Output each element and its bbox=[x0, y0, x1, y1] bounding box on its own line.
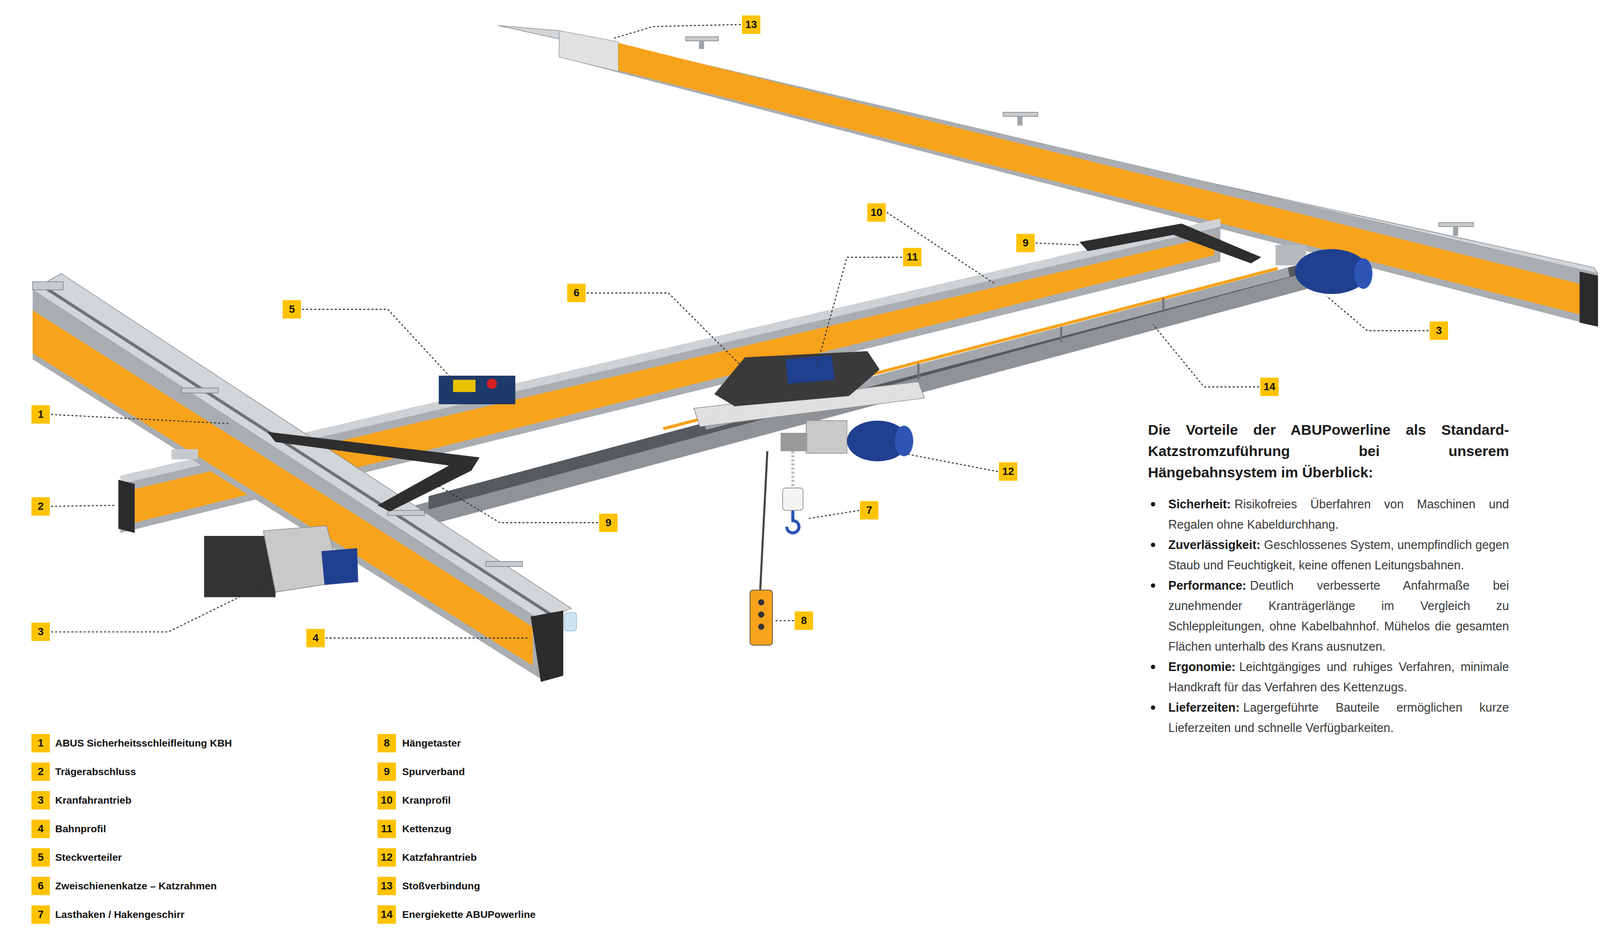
key-name: Kranprofil bbox=[402, 790, 451, 810]
key-name: ABUS Sicherheitsschleifleitung KBH bbox=[55, 733, 232, 753]
panel-heading: Die Vorteile der ABUPowerline als Standa… bbox=[1147, 419, 1510, 484]
key-name: Lasthaken / Hakengeschirr bbox=[55, 905, 185, 924]
callout-number: 14 bbox=[1260, 377, 1279, 396]
key-name: Energiekette ABUPowerline bbox=[402, 905, 536, 924]
callout-number: 13 bbox=[741, 15, 761, 34]
callout-number: 3 bbox=[31, 622, 50, 641]
key-number: 12 bbox=[377, 847, 396, 867]
callout-number: 9 bbox=[1016, 233, 1035, 253]
callout-number: 10 bbox=[867, 203, 886, 222]
trolley bbox=[694, 350, 925, 462]
key-name: Hängetaster bbox=[402, 733, 461, 753]
callout-number: 7 bbox=[860, 500, 879, 520]
key-number: 13 bbox=[377, 876, 396, 895]
bullet-item: Zuverlässigkeit:Geschlossenes System, un… bbox=[1147, 534, 1510, 575]
bullet-text: Ergonomie:Leichtgängiges und ruhiges Ver… bbox=[1168, 656, 1510, 697]
bullet-dot bbox=[1150, 705, 1156, 710]
bullet-term: Zuverlässigkeit: bbox=[1168, 537, 1261, 552]
pendant bbox=[750, 451, 773, 646]
bullet-dot bbox=[1150, 664, 1156, 669]
key-name: Katzfahrantrieb bbox=[402, 847, 477, 867]
callout-number: 2 bbox=[31, 497, 50, 516]
advantages-panel: Die Vorteile der ABUPowerline als Standa… bbox=[1147, 419, 1510, 738]
bullet-term: Performance: bbox=[1168, 578, 1247, 592]
bullet-term: Ergonomie: bbox=[1168, 659, 1236, 674]
callout-number: 11 bbox=[903, 247, 922, 267]
callout-number: 9 bbox=[599, 513, 618, 532]
bullet-term: Sicherheit: bbox=[1168, 497, 1231, 511]
key-name: Trägerabschluss bbox=[55, 762, 136, 781]
callout-number: 1 bbox=[31, 405, 50, 424]
key-number: 11 bbox=[377, 819, 396, 838]
key-name: Bahnprofil bbox=[55, 819, 106, 838]
bullet-text: Zuverlässigkeit:Geschlossenes System, un… bbox=[1168, 534, 1510, 575]
key-number: 3 bbox=[31, 790, 50, 810]
key-number: 6 bbox=[31, 876, 50, 895]
energy-chain-girder bbox=[377, 263, 1312, 539]
key-number: 1 bbox=[31, 733, 50, 753]
runway-beam-left bbox=[32, 273, 577, 682]
key-name: Stoßverbindung bbox=[402, 876, 481, 895]
bullet-item: Sicherheit:Risikofreies Überfahren von M… bbox=[1147, 493, 1510, 535]
bullet-dot bbox=[1150, 542, 1156, 547]
callout-number: 8 bbox=[794, 611, 814, 630]
callout-number: 4 bbox=[306, 628, 325, 648]
bullet-dot bbox=[1150, 501, 1156, 507]
plug-distributor bbox=[438, 375, 516, 405]
callout-number: 6 bbox=[567, 283, 586, 302]
key-name: Spurverband bbox=[402, 762, 466, 781]
key-number: 4 bbox=[31, 819, 50, 838]
leader-lines bbox=[50, 24, 1429, 638]
key-number: 8 bbox=[377, 733, 396, 753]
bullet-item: Lieferzeiten:Lagergeführte Bauteile ermö… bbox=[1147, 696, 1510, 738]
crane-drive bbox=[171, 449, 359, 598]
hook bbox=[782, 451, 803, 533]
key-number: 14 bbox=[377, 905, 396, 924]
key-name: Steckverteiler bbox=[55, 847, 122, 867]
key-name: Zweischienenkatze – Katzrahmen bbox=[55, 876, 217, 895]
key-number: 7 bbox=[31, 905, 50, 924]
track-band bbox=[267, 431, 480, 512]
bullet-item: Ergonomie:Leichtgängiges und ruhiges Ver… bbox=[1147, 656, 1510, 697]
callout-number: 12 bbox=[998, 462, 1018, 481]
callout-number: 5 bbox=[282, 300, 302, 319]
key-number: 9 bbox=[377, 762, 396, 781]
key-name: Kettenzug bbox=[402, 819, 452, 838]
key-name: Kranfahrantrieb bbox=[55, 790, 132, 810]
bullet-item: Performance:Deutlich verbesserte Anfahrm… bbox=[1147, 574, 1510, 657]
key-number: 2 bbox=[31, 762, 50, 781]
bullet-dot bbox=[1150, 583, 1156, 588]
crane-drive bbox=[1275, 244, 1373, 294]
bullet-term: Lieferzeiten: bbox=[1168, 700, 1240, 714]
key-number: 10 bbox=[377, 790, 396, 810]
key-number: 5 bbox=[31, 847, 50, 867]
bullet-text: Sicherheit:Risikofreies Überfahren von M… bbox=[1168, 493, 1510, 535]
track-band bbox=[1079, 223, 1262, 264]
bullet-text: Lieferzeiten:Lagergeführte Bauteile ermö… bbox=[1168, 696, 1510, 738]
bullet-text: Performance:Deutlich verbesserte Anfahrm… bbox=[1168, 574, 1510, 657]
callout-number: 3 bbox=[1429, 321, 1449, 340]
